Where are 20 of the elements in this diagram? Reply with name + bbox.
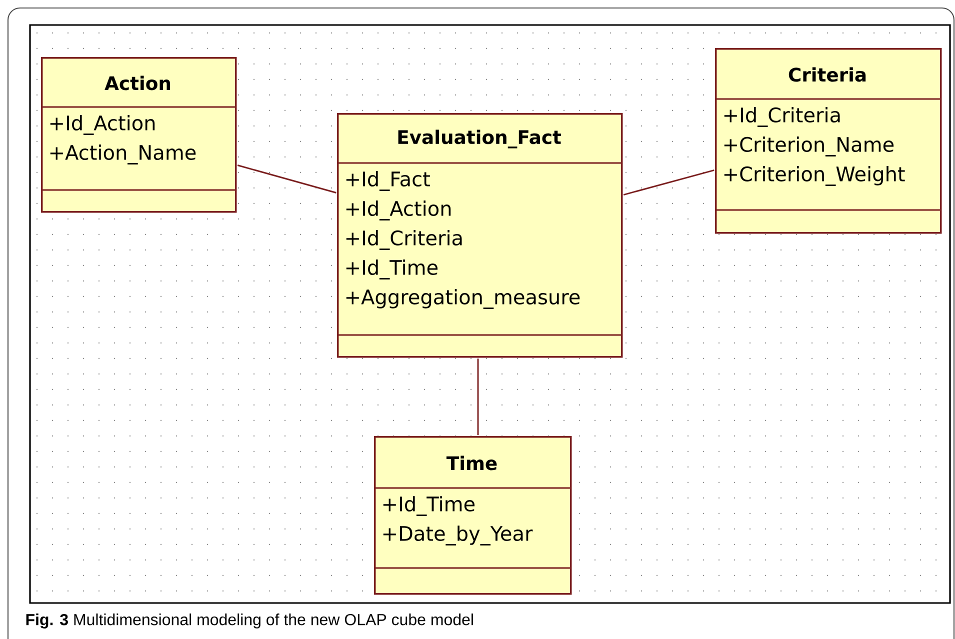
attribute-text: +Id_Criteria [724, 107, 840, 127]
attribute-text: +Criterion_Weight [724, 166, 905, 186]
attribute-text: +Date_by_Year [383, 526, 533, 546]
attribute-text: +Id_Time [346, 260, 438, 280]
connector-line [623, 170, 714, 196]
figure-caption: Fig. 3 Multidimensional modeling of the new OLAP cube model [26, 614, 473, 628]
connector-line [477, 358, 479, 436]
attribute-text: +Id_Action [346, 200, 451, 220]
class-name: Time [446, 456, 497, 470]
attribute-text: +Criterion_Name [724, 136, 894, 156]
attribute-text: +Action_Name [50, 144, 196, 164]
connector-line [237, 164, 336, 194]
attribute-text: +Id_Time [383, 496, 475, 516]
attribute-text: +Id_Fact [346, 171, 430, 191]
attribute-text: +Id_Criteria [346, 230, 462, 250]
attribute-text: +Id_Action [50, 115, 155, 135]
class-name: Evaluation_Fact [398, 130, 562, 148]
attribute-text: +Aggregation_measure [346, 289, 580, 309]
class-name: Action [104, 76, 170, 90]
class-name: Criteria [788, 67, 866, 82]
